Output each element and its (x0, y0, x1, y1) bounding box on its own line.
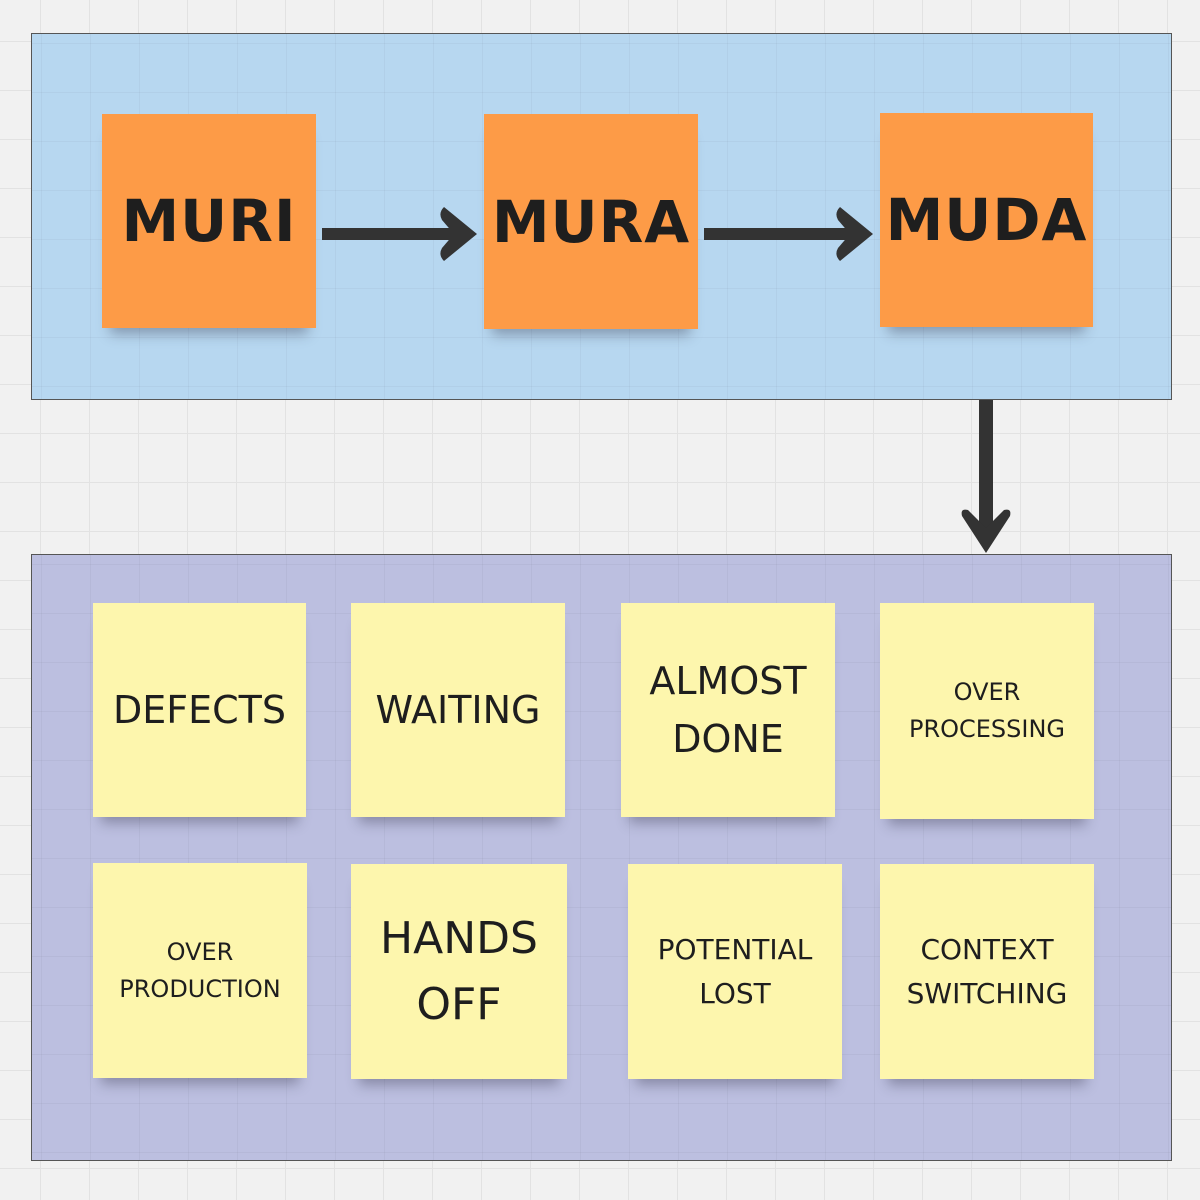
arrowhead-icon (961, 509, 1011, 553)
sticky-note-hands-off[interactable]: HANDS OFF (351, 864, 567, 1079)
note-text: DEFECTS (112, 688, 286, 732)
sticky-note-almost-done[interactable]: ALMOST DONE (621, 603, 835, 817)
note-text: ALMOST DONE (649, 659, 807, 761)
note-text: MUDA (885, 186, 1088, 254)
sticky-note-context-switching[interactable]: CONTEXT SWITCHING (880, 864, 1094, 1079)
note-text: OVER PRODUCTION (119, 937, 281, 1003)
note-text: MURA (491, 187, 691, 256)
note-text: WAITING (375, 688, 541, 732)
note-text: OVER PROCESSING (908, 678, 1066, 743)
note-text: CONTEXT SWITCHING (906, 932, 1068, 1010)
sticky-note-mura[interactable]: MURA (484, 114, 698, 329)
connector-top-frame-to-bottom-frame[interactable] (961, 400, 1011, 553)
note-text: HANDS OFF (380, 912, 538, 1030)
note-text: POTENTIAL LOST (657, 932, 813, 1010)
note-text: MURI (121, 187, 297, 255)
sticky-note-over-processing[interactable]: OVER PROCESSING (880, 603, 1094, 819)
sticky-note-potential-lost[interactable]: POTENTIAL LOST (628, 864, 842, 1079)
sticky-note-defects[interactable]: DEFECTS (93, 603, 306, 817)
sticky-note-muri[interactable]: MURI (102, 114, 316, 328)
sticky-note-waiting[interactable]: WAITING (351, 603, 565, 817)
sticky-note-muda[interactable]: MUDA (880, 113, 1093, 327)
sticky-note-over-production[interactable]: OVER PRODUCTION (93, 863, 307, 1078)
